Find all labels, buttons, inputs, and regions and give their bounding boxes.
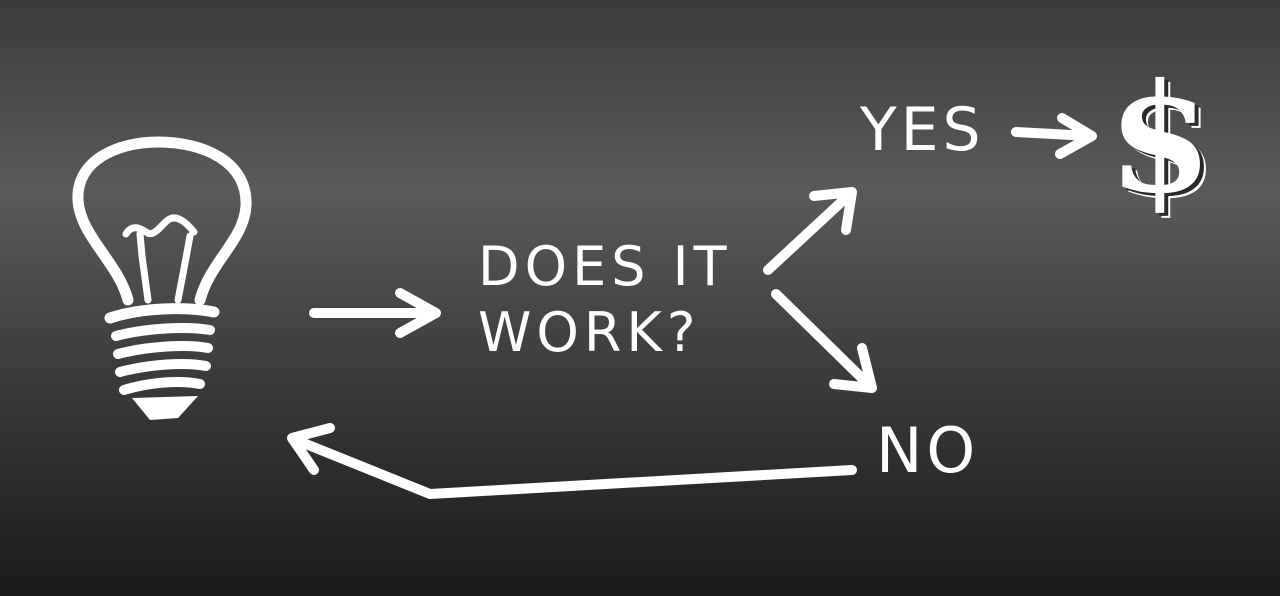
dollar-sign: $ [1108,51,1213,227]
question-text: DOES IT WORK? [478,234,732,366]
arrow-back-to-idea [287,423,857,499]
arrow-to-dollar [1011,113,1097,159]
question-line-2: WORK? [478,301,701,364]
no-label: NO [876,414,980,487]
arrow-to-no [771,289,877,393]
arrow-to-yes [763,187,857,275]
lightbulb-icon [72,136,252,420]
question-line-1: DOES IT [478,235,732,298]
arrow-to-question [309,288,441,338]
yes-label: YES [860,95,985,165]
